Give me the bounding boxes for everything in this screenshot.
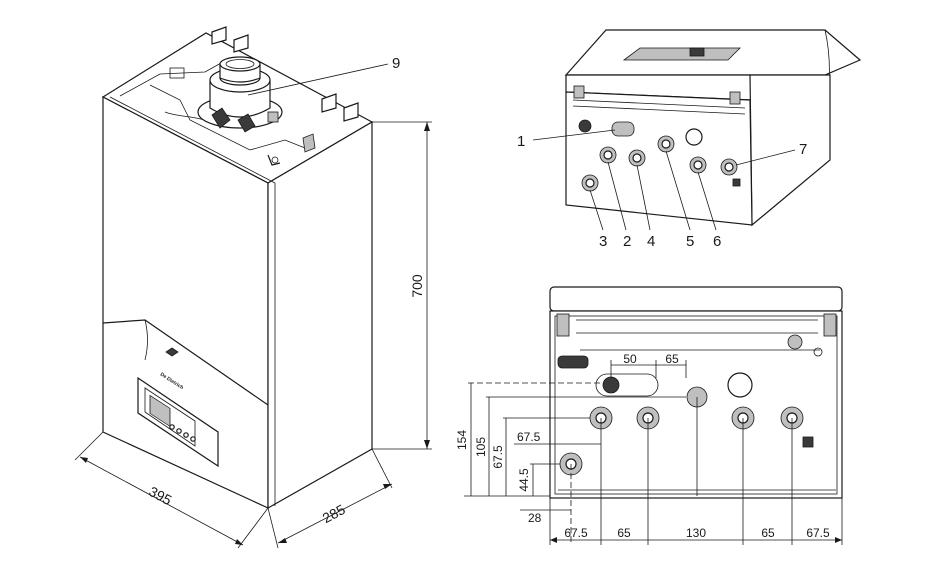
dim-top-65: 65 (665, 352, 679, 366)
dim-28: 28 (528, 511, 542, 525)
callout-4: 4 (647, 233, 655, 250)
bottom-view: 50 65 154 105 67.5 44.5 67.5 28 67.5 65 … (455, 286, 843, 545)
height-700-label: 700 (409, 274, 425, 298)
width-395-label: 395 (146, 483, 174, 508)
connector-1 (611, 121, 635, 137)
top-cap (169, 67, 185, 79)
dim-top-50: 50 (623, 352, 637, 366)
callout-6: 6 (713, 233, 721, 250)
callout-1: 1 (517, 133, 525, 150)
dim-105: 105 (474, 437, 488, 457)
callout-2: 2 (623, 233, 631, 250)
callout-3: 3 (599, 233, 607, 250)
depth-285-label: 285 (320, 501, 348, 526)
dim-b3: 130 (686, 526, 706, 540)
dim-b1: 67.5 (564, 526, 588, 540)
dim-b4: 65 (761, 526, 775, 540)
dim-b2: 65 (617, 526, 631, 540)
height-dimension: 700 (372, 121, 432, 450)
dim-44-5: 44.5 (517, 468, 531, 492)
dim-v-67-5: 67.5 (491, 445, 505, 469)
callout-5: 5 (686, 233, 694, 250)
dim-154: 154 (455, 430, 469, 450)
callout-9: 9 (392, 55, 400, 72)
underside-perspective-view: 1 3 2 4 5 6 7 (517, 29, 862, 250)
dim-b5: 67.5 (806, 526, 830, 540)
callout-7: 7 (799, 141, 807, 158)
callout-9-leader (247, 63, 389, 96)
dim-h-67-5: 67.5 (517, 430, 541, 444)
boiler-3d-view: De Dietrich 9 (101, 26, 400, 510)
brand-logo-icon (165, 347, 179, 357)
